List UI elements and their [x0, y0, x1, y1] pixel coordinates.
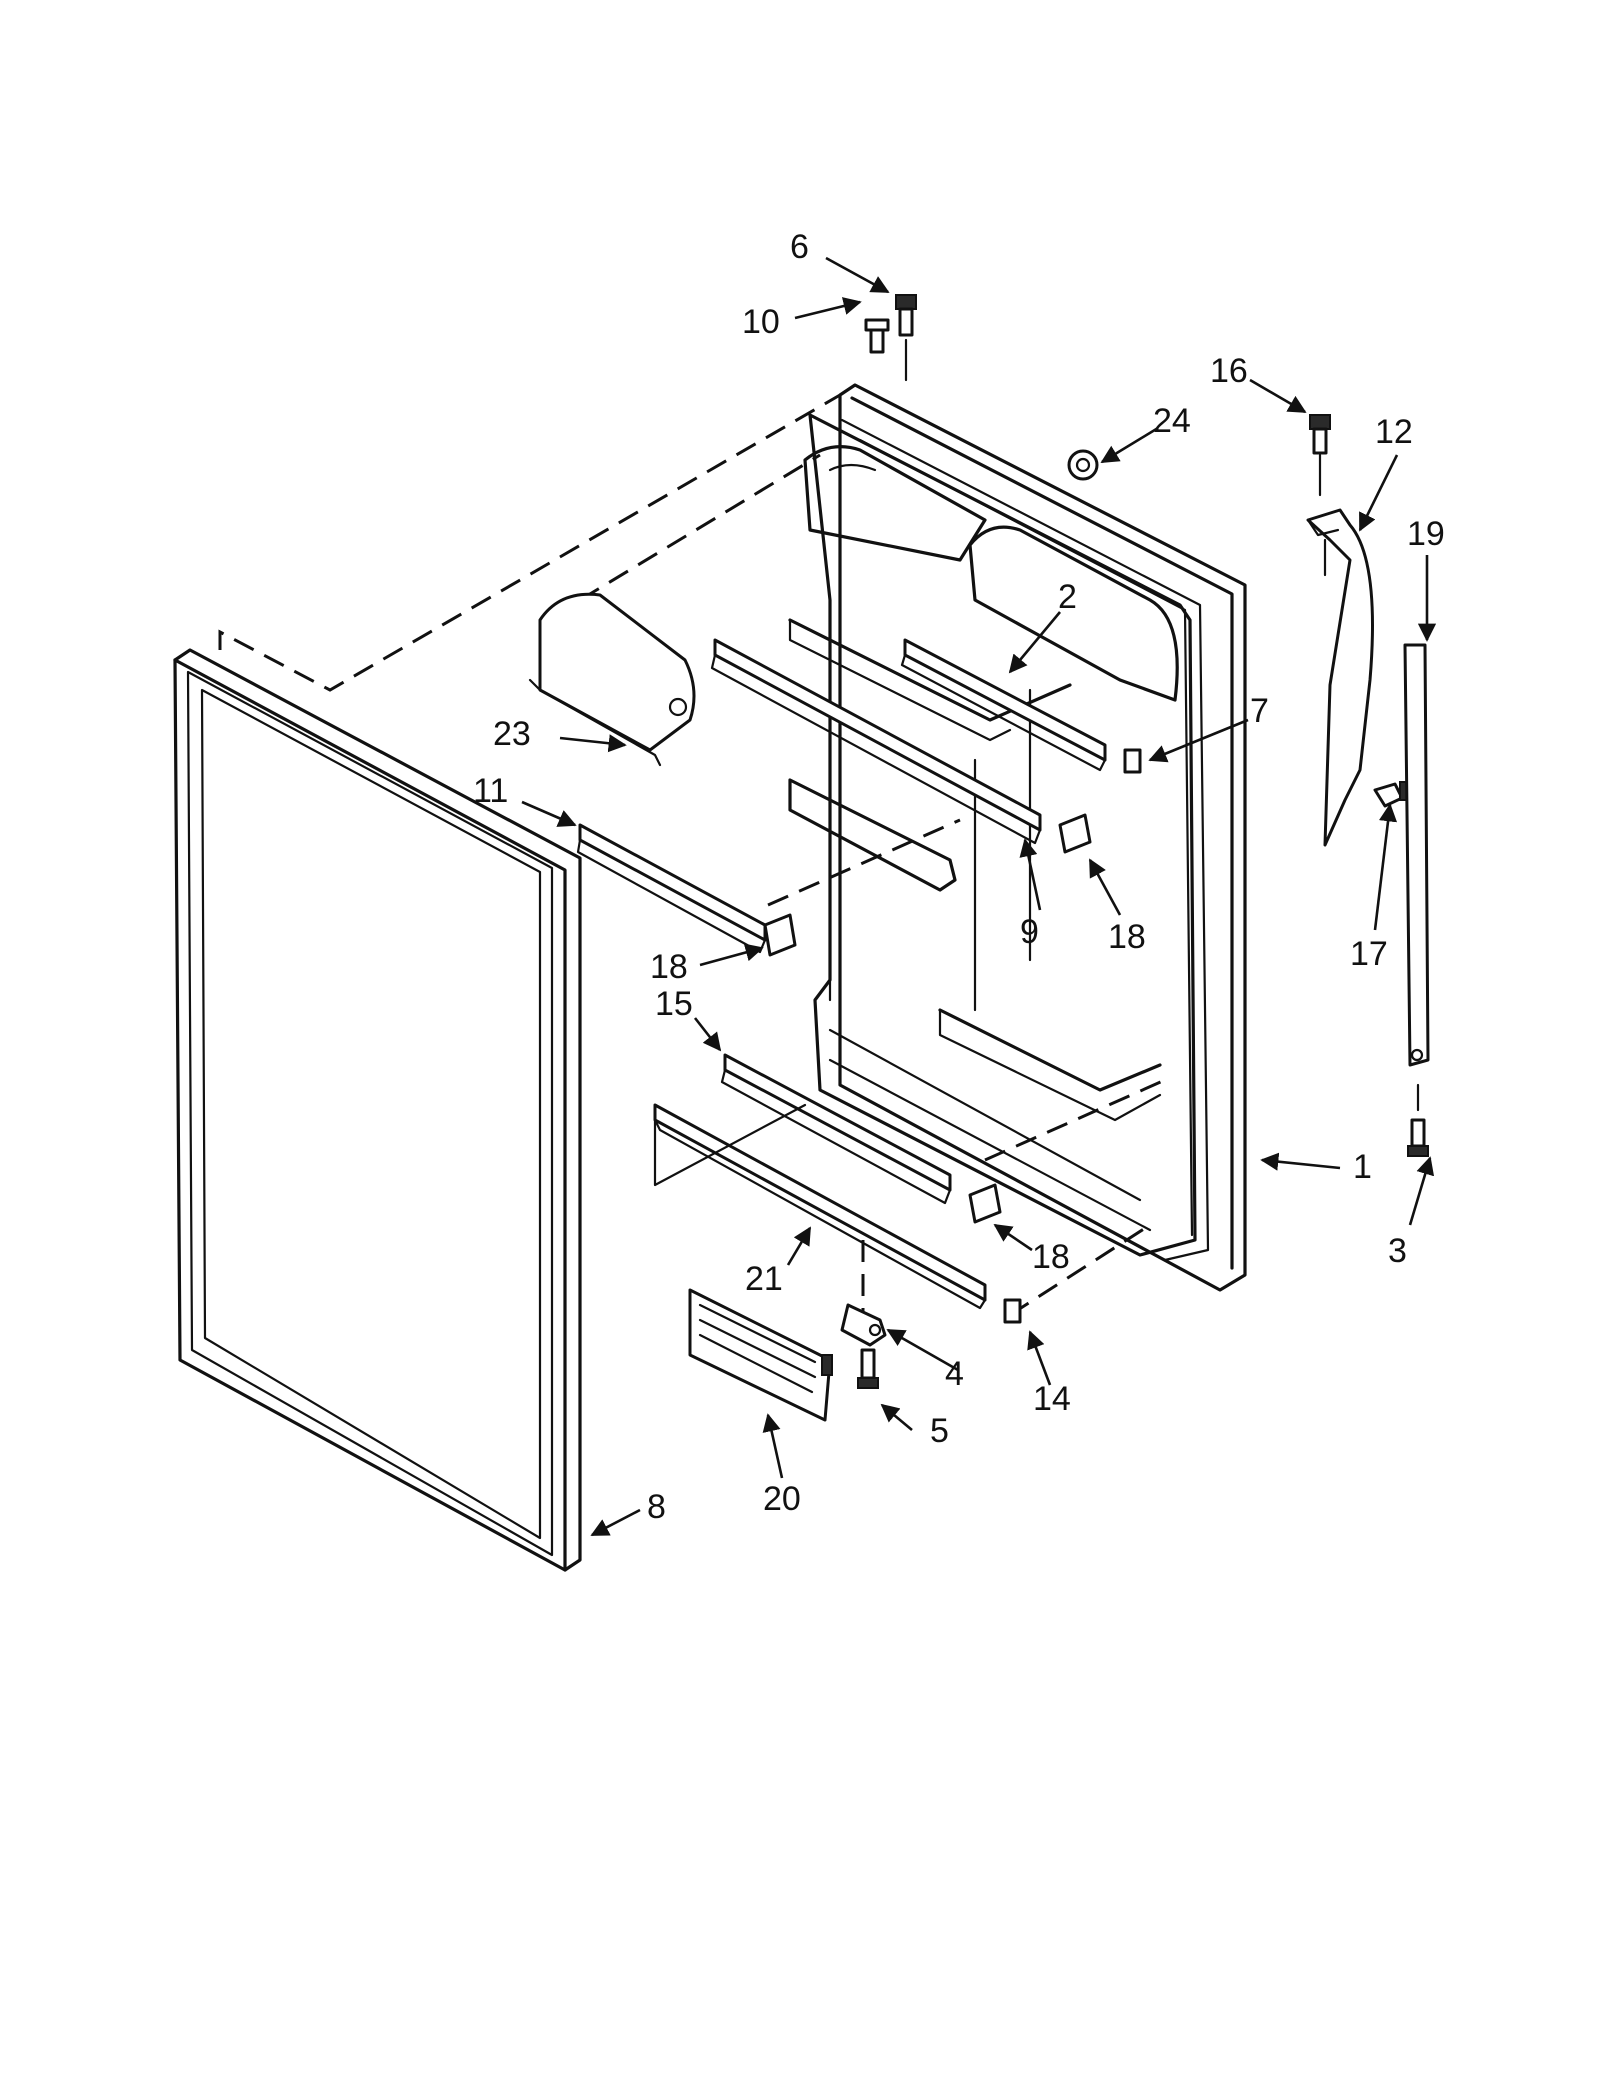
door-trim-part-21 — [653, 1103, 987, 1310]
callout-21: 21 — [745, 1260, 783, 1298]
shelf-rail-part-11 — [576, 823, 767, 954]
callout-4: 4 — [945, 1355, 964, 1393]
panel-plate-part-20 — [688, 1288, 833, 1422]
clip-part-18-right — [1058, 813, 1092, 854]
callout-3: 3 — [1388, 1232, 1407, 1270]
callout-20: 20 — [763, 1480, 801, 1518]
callout-2: 2 — [1058, 578, 1077, 616]
callout-8: 8 — [647, 1488, 666, 1526]
callout-5: 5 — [930, 1412, 949, 1450]
clip-part-7 — [1123, 748, 1142, 774]
callout-1: 1 — [1353, 1148, 1372, 1186]
door-gasket-part-8 — [173, 648, 582, 1572]
callout-10: 10 — [742, 303, 780, 341]
clip-part-14 — [1003, 1298, 1022, 1324]
door-liner-part-1 — [788, 383, 1247, 1292]
callout-18-right: 18 — [1108, 918, 1146, 956]
screw-part-16 — [1309, 414, 1331, 497]
callout-9: 9 — [1020, 913, 1039, 951]
callout-6: 6 — [790, 228, 809, 266]
callout-16: 16 — [1210, 352, 1248, 390]
callout-14: 14 — [1033, 1380, 1071, 1418]
callout-15: 15 — [655, 985, 693, 1023]
trim-rod-part-19 — [1403, 643, 1430, 1112]
callout-12: 12 — [1375, 413, 1413, 451]
callout-7: 7 — [1250, 692, 1269, 730]
plug-part-10 — [864, 318, 890, 354]
screw-part-3 — [1407, 1118, 1429, 1157]
callout-24: 24 — [1153, 402, 1191, 440]
hinge-part-4 — [840, 1303, 887, 1347]
leader-lines — [521, 256, 1437, 1537]
dairy-bin-part-23 — [528, 592, 696, 767]
clip-part-18-left — [763, 913, 797, 957]
callout-labels: 6 10 24 16 12 19 2 7 23 11 9 18 17 18 15… — [473, 228, 1445, 1526]
cap-part-24 — [1067, 449, 1099, 481]
callout-17: 17 — [1350, 935, 1388, 973]
shelf-rail-part-2 — [900, 638, 1107, 772]
callout-11: 11 — [473, 772, 508, 810]
callout-18-left: 18 — [650, 948, 688, 986]
clip-part-18-lower — [968, 1183, 1002, 1224]
screw-part-6 — [895, 294, 917, 382]
handle-part-12 — [1306, 508, 1374, 847]
screw-part-5 — [857, 1348, 879, 1389]
callout-18-lower: 18 — [1032, 1238, 1070, 1276]
callout-23: 23 — [493, 715, 531, 753]
callout-19: 19 — [1407, 515, 1445, 553]
shelf-rail-part-15 — [720, 1053, 952, 1205]
shelf-rail-part-9 — [710, 638, 1042, 845]
